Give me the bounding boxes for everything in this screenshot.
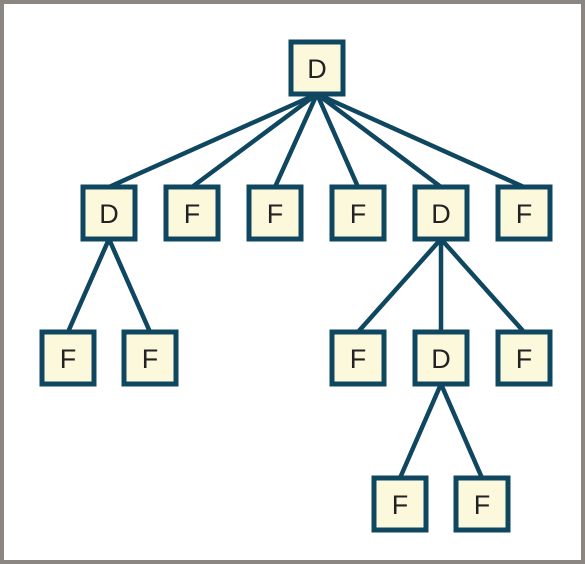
file-node: F <box>495 184 553 242</box>
file-node-box <box>371 475 429 533</box>
edge-d2-f8 <box>438 236 527 335</box>
directory-node-box <box>412 329 470 387</box>
file-node-box <box>246 184 304 242</box>
file-node-label: F <box>60 344 77 374</box>
file-node-box <box>495 329 553 387</box>
file-node-label: F <box>516 344 533 374</box>
edge-root-f3 <box>314 91 361 190</box>
file-node-box <box>121 329 179 387</box>
directory-node-label: D <box>99 199 119 229</box>
file-node-label: F <box>142 344 159 374</box>
edge-d1-f6 <box>106 236 153 335</box>
directory-node-label: D <box>431 199 451 229</box>
file-node-box <box>329 329 387 387</box>
edge-root-d1 <box>106 91 320 190</box>
directory-node: D <box>412 184 470 242</box>
file-node-label: F <box>516 199 533 229</box>
file-node: F <box>495 329 553 387</box>
file-node-label: F <box>184 199 201 229</box>
tree-diagram: D D F F F D F F F F D F F F <box>39 39 553 533</box>
edge-d1-f5 <box>65 236 112 335</box>
file-node: F <box>329 184 387 242</box>
file-node: F <box>121 329 179 387</box>
edge-root-f4 <box>314 91 527 190</box>
file-node-label: F <box>392 490 409 520</box>
directory-node-box <box>412 184 470 242</box>
directory-node: D <box>80 184 138 242</box>
file-node-box <box>39 329 97 387</box>
file-node: F <box>246 184 304 242</box>
file-node-label: F <box>350 199 367 229</box>
directory-node: D <box>288 39 346 97</box>
directory-node-box <box>288 39 346 97</box>
file-node: F <box>371 475 429 533</box>
file-node-box <box>163 184 221 242</box>
file-node-label: F <box>267 199 284 229</box>
edge-d3-f10 <box>438 381 485 481</box>
file-node-label: F <box>474 490 491 520</box>
edge-root-f2 <box>272 91 320 190</box>
directory-node-box <box>80 184 138 242</box>
file-node-box <box>495 184 553 242</box>
file-node: F <box>329 329 387 387</box>
file-node: F <box>453 475 511 533</box>
edge-root-d2 <box>314 91 444 190</box>
file-node-box <box>329 184 387 242</box>
file-node-label: F <box>350 344 367 374</box>
edge-d2-f7 <box>355 236 444 335</box>
directory-node-label: D <box>431 344 451 374</box>
file-node: F <box>39 329 97 387</box>
file-node-box <box>453 475 511 533</box>
nodes-layer: D D F F F D F F F F D F F F <box>39 39 553 533</box>
directory-node-label: D <box>307 54 327 84</box>
edge-d3-f9 <box>397 381 444 481</box>
edge-root-f1 <box>189 91 320 190</box>
directory-node: D <box>412 329 470 387</box>
edges-layer <box>65 91 527 481</box>
file-node: F <box>163 184 221 242</box>
